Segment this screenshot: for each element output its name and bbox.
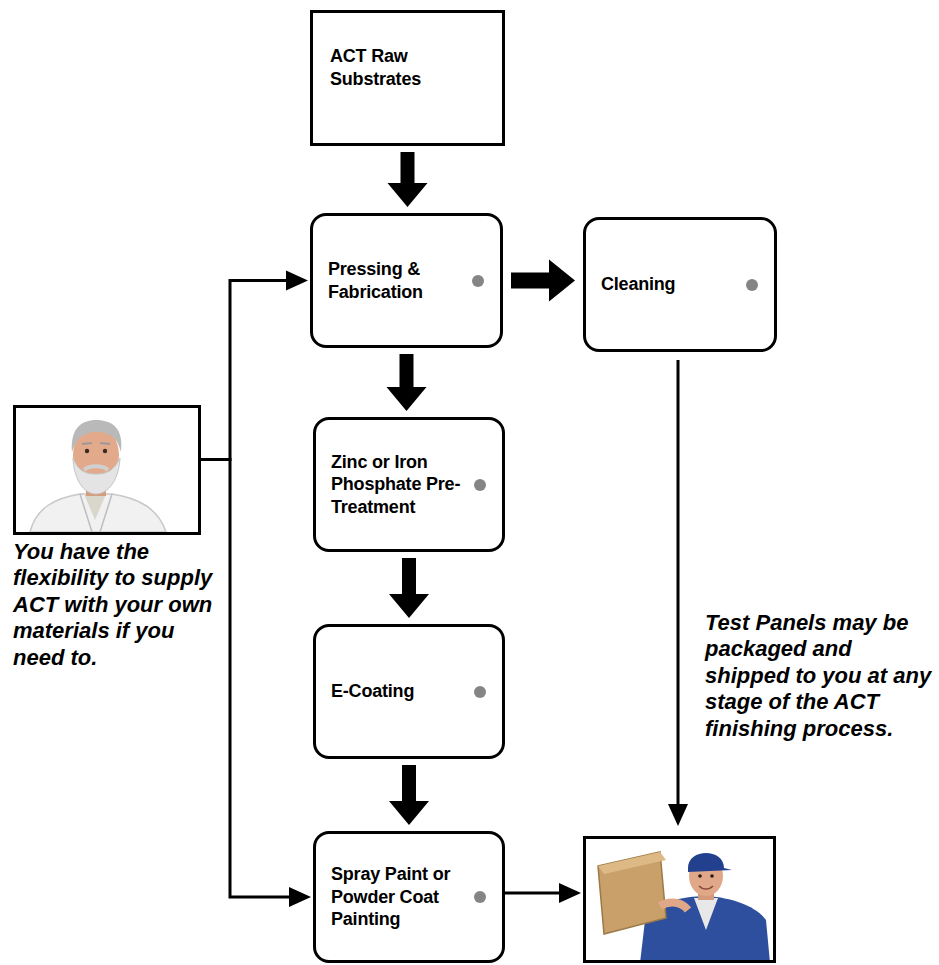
block-arrow	[388, 152, 428, 207]
status-dot	[746, 279, 758, 291]
connector-line	[505, 892, 561, 895]
scientist-photo	[16, 408, 198, 532]
photo-caption: You have the flexibility to supply ACT w…	[13, 539, 219, 671]
connector	[389, 558, 429, 618]
arrow-head	[289, 887, 311, 907]
connector	[201, 271, 308, 460]
photo-box: You have the flexibility to supply ACT w…	[13, 405, 201, 535]
photo-box	[583, 836, 776, 963]
box-label: Pressing & Fabrication	[328, 258, 460, 303]
block-arrow	[389, 765, 429, 825]
box-label: Cleaning	[601, 273, 675, 296]
block-arrow	[387, 354, 427, 411]
delivery-photo	[586, 839, 773, 963]
block-arrow	[511, 260, 575, 302]
box-label: ACT Raw Substrates	[330, 45, 482, 90]
arrow-head	[668, 804, 688, 826]
connector	[505, 883, 581, 903]
status-dot	[474, 891, 486, 903]
process-box: Spray Paint or Powder Coat Painting	[313, 831, 505, 963]
arrow-head	[559, 883, 581, 903]
process-box: Zinc or Iron Phosphate Pre-Treatment	[313, 417, 505, 552]
box-label: Zinc or Iron Phosphate Pre-Treatment	[331, 451, 462, 519]
status-dot	[472, 275, 484, 287]
connector-line	[201, 460, 291, 897]
edge-label: Test Panels may be packaged and shipped …	[705, 610, 933, 742]
status-dot	[474, 479, 486, 491]
process-box: E-Coating	[313, 624, 505, 759]
connector	[201, 460, 311, 907]
arrow-head	[286, 271, 308, 291]
source-box: ACT Raw Substrates	[310, 10, 505, 146]
status-dot	[474, 686, 486, 698]
connector-line	[201, 281, 288, 460]
connector	[668, 360, 688, 826]
process-box: Pressing & Fabrication	[310, 213, 503, 348]
connector	[387, 354, 427, 411]
block-arrow	[389, 558, 429, 618]
box-label: Spray Paint or Powder Coat Painting	[331, 863, 462, 931]
connector	[511, 260, 575, 302]
process-box: Cleaning	[583, 217, 777, 352]
box-label: E-Coating	[331, 680, 414, 703]
connector-line	[677, 360, 680, 806]
connector	[389, 765, 429, 825]
connector	[388, 152, 428, 207]
